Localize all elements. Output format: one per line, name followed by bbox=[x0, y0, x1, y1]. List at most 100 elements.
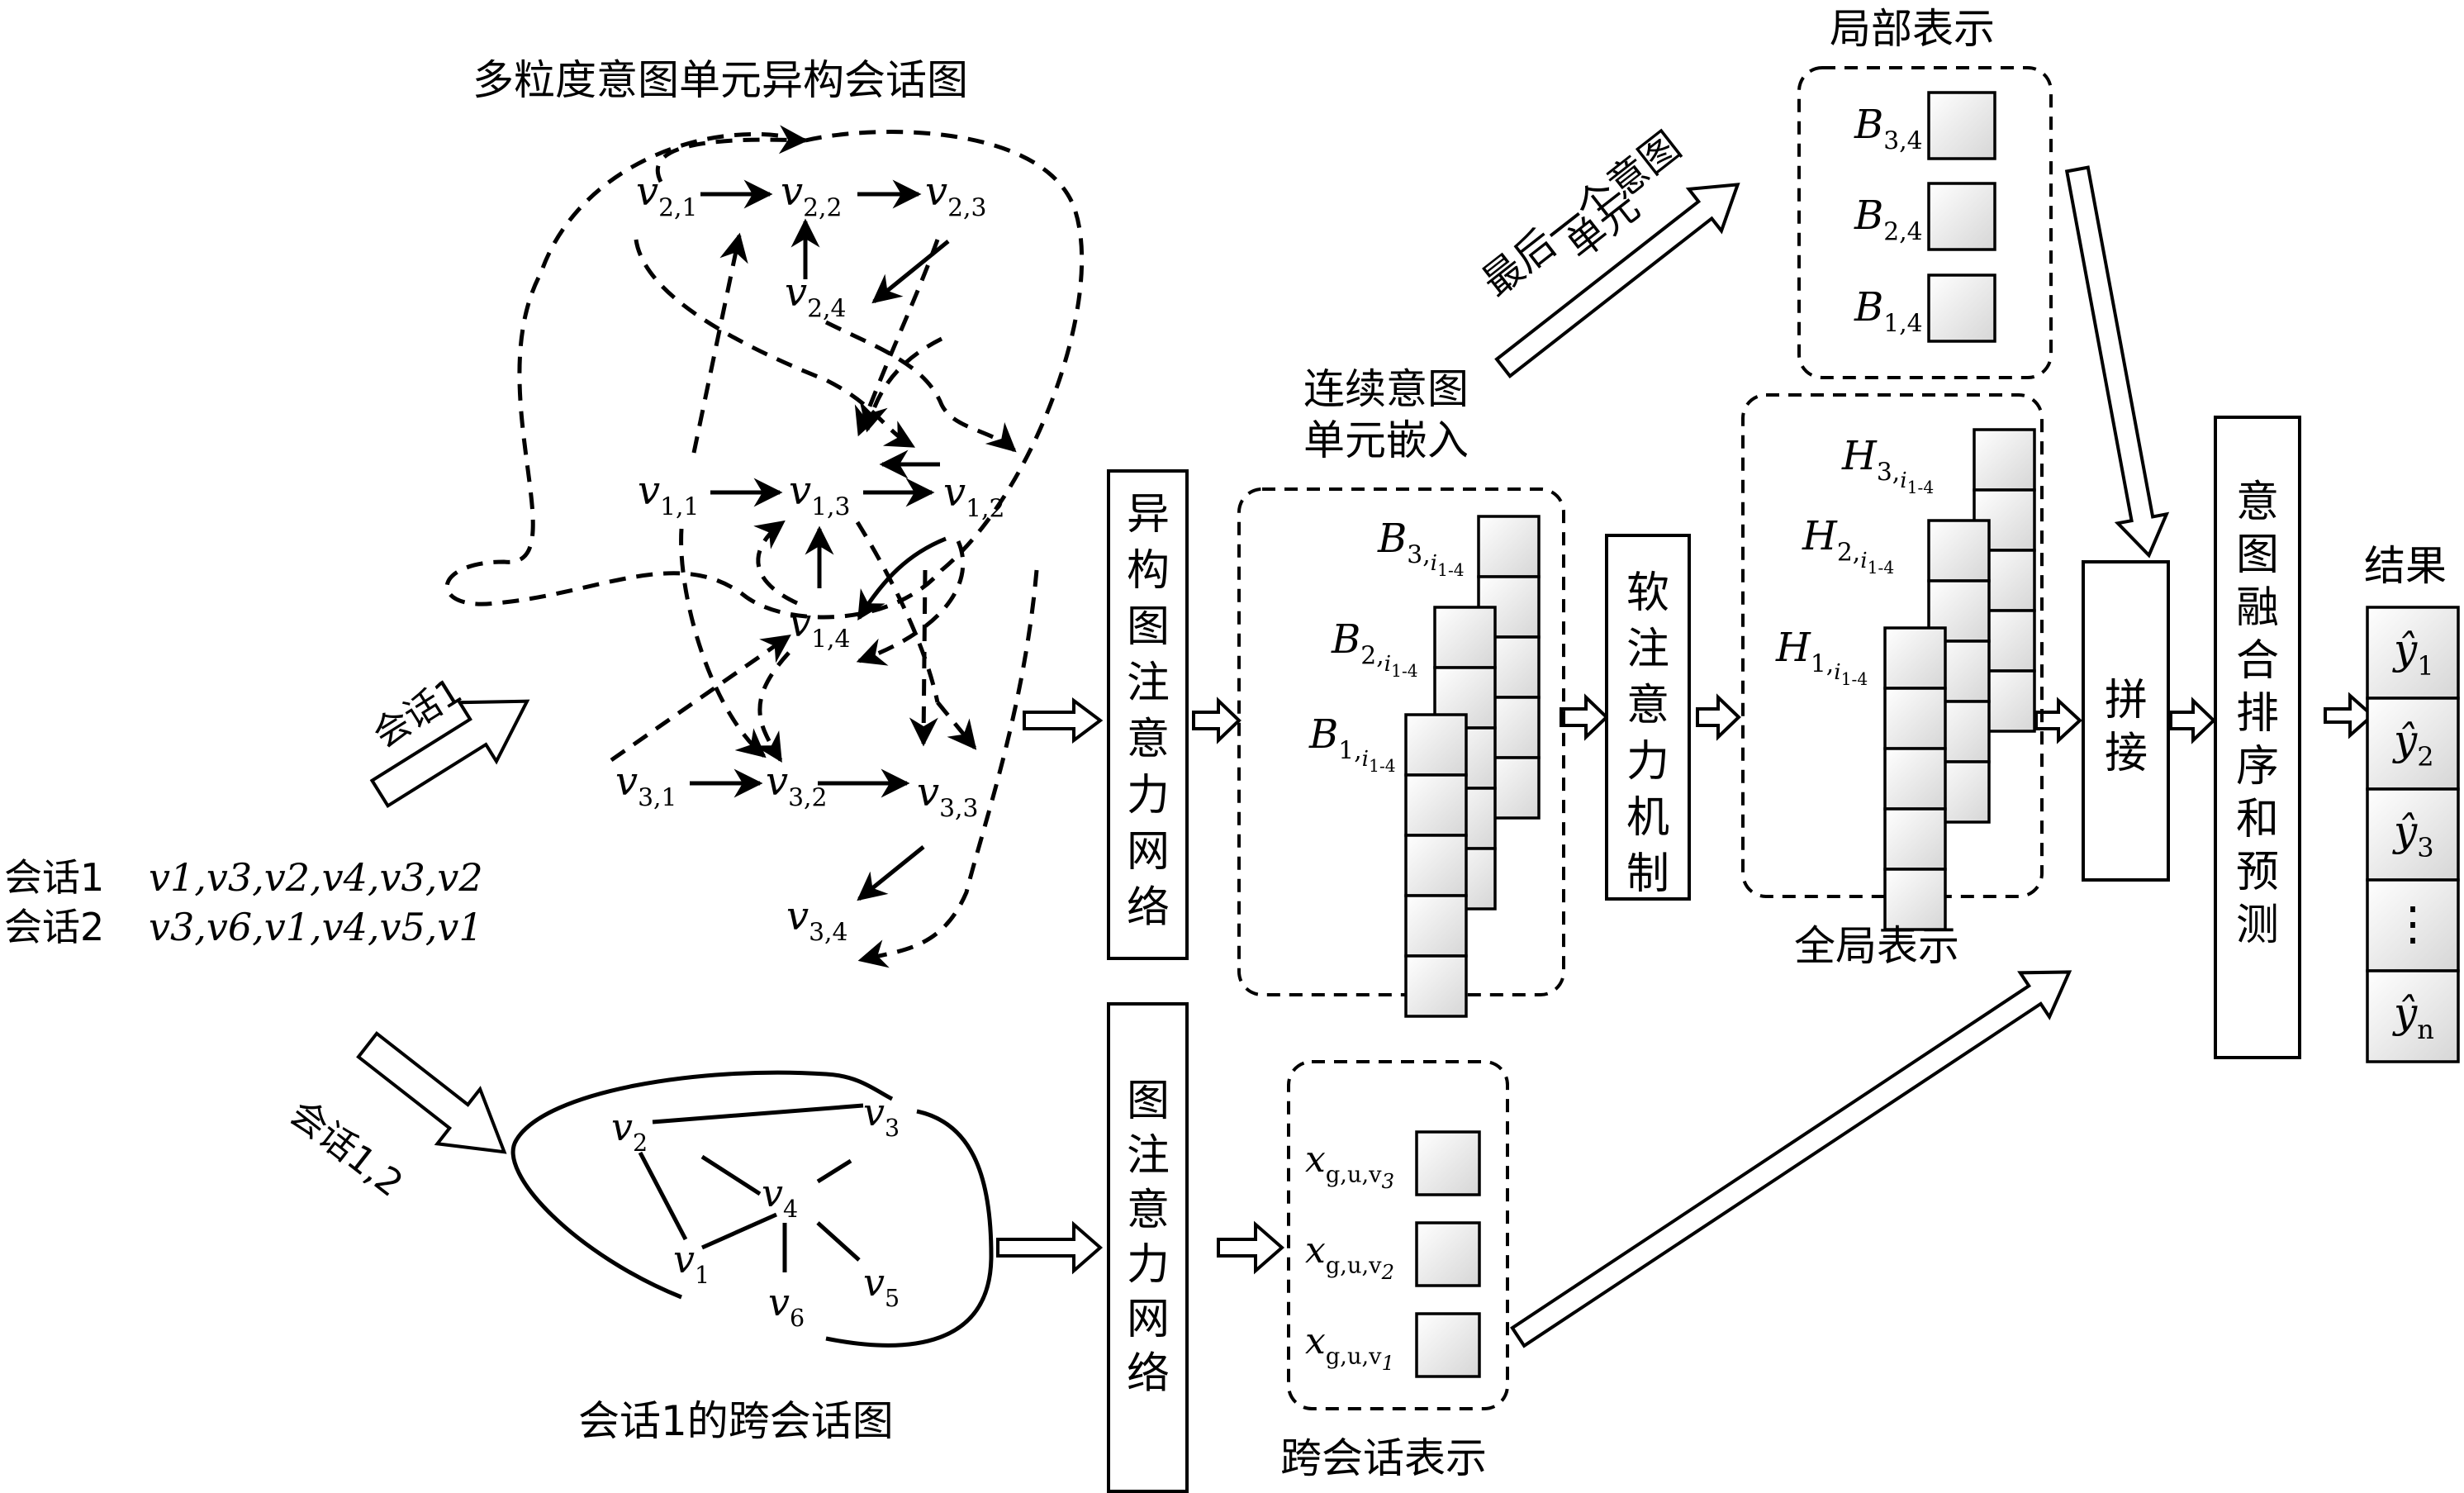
session-list: 会话1 v1,v3,v2,v4,v3,v2 会话2 v3,v6,v1,v4,v5… bbox=[4, 855, 483, 949]
cross-graph-edges bbox=[510, 1070, 994, 1348]
flow-arrows bbox=[996, 692, 2376, 1275]
cross-cell-xv2 bbox=[1415, 1221, 1481, 1287]
label-H2i: H2,i1-4 bbox=[1802, 513, 1894, 578]
char: 网 bbox=[1127, 827, 1170, 877]
hollow-arrow-icon bbox=[356, 1031, 507, 1154]
char: 合 bbox=[2236, 636, 2279, 686]
char: 意 bbox=[1127, 715, 1170, 764]
result-cell bbox=[2366, 787, 2460, 882]
char: 网 bbox=[1127, 1295, 1170, 1344]
node-v34: v3,4 bbox=[786, 893, 847, 947]
char: 异 bbox=[1127, 490, 1170, 540]
cross-node-c2: v2 bbox=[611, 1105, 648, 1157]
global-box bbox=[1741, 393, 2044, 898]
global-col2-cell bbox=[1927, 579, 1991, 643]
result-ellipsis: ⋮ bbox=[2390, 897, 2436, 951]
node-v33: v3,3 bbox=[917, 769, 978, 823]
cross-node-c5: v5 bbox=[863, 1260, 900, 1312]
node-v11: v1,1 bbox=[638, 468, 699, 521]
embed-col1-cell bbox=[1404, 894, 1468, 958]
cross-cell-xv3 bbox=[1415, 1130, 1481, 1196]
global-title: 全局表示 bbox=[1794, 922, 1959, 970]
global-col1-cell bbox=[1883, 807, 1947, 871]
node-v21: v2,1 bbox=[636, 169, 697, 222]
global-col2-cell bbox=[1927, 519, 1991, 582]
cross-node-c4: v4 bbox=[762, 1171, 798, 1223]
hetero-graph-boundary bbox=[444, 130, 1085, 620]
hetero-dashed-edges bbox=[610, 125, 1039, 968]
label-B3i: B3,i1-4 bbox=[1377, 516, 1465, 580]
cross-repr-title: 跨会话表示 bbox=[1280, 1434, 1487, 1482]
char: 注 bbox=[1626, 625, 1669, 674]
result-cell bbox=[2366, 878, 2460, 972]
char: 软 bbox=[1626, 568, 1669, 618]
label-xv3: xg,u,v3 bbox=[1305, 1139, 1394, 1193]
char: 图 bbox=[1127, 1077, 1170, 1126]
embed-title-line2: 单元嵌入 bbox=[1303, 416, 1469, 464]
char: 注 bbox=[1127, 1131, 1170, 1181]
char: 制 bbox=[1626, 849, 1669, 899]
char: 构 bbox=[1127, 546, 1170, 596]
local-title: 局部表示 bbox=[1830, 5, 1995, 53]
local-cell-B14 bbox=[1927, 273, 1996, 343]
char: 拼 bbox=[2105, 676, 2148, 725]
label-B1i: B1,i1-4 bbox=[1308, 711, 1396, 776]
label-B14: B1,4 bbox=[1854, 284, 1923, 338]
cross-node-c6: v6 bbox=[768, 1280, 805, 1332]
session2-sequence: v3,v6,v1,v4,v5,v1 bbox=[149, 905, 483, 949]
node-v32: v3,2 bbox=[766, 758, 827, 812]
gat-box bbox=[1107, 1002, 1189, 1493]
session1-sequence: v1,v3,v2,v4,v3,v2 bbox=[149, 855, 483, 900]
label-xv1: xg,u,v1 bbox=[1305, 1320, 1394, 1375]
local-cell-B24 bbox=[1927, 182, 1996, 251]
node-v14: v1,4 bbox=[789, 600, 850, 654]
cross-cell-xv1 bbox=[1415, 1312, 1481, 1378]
global-col1-cell bbox=[1883, 868, 1947, 931]
last-unit-arrow bbox=[1494, 183, 1740, 379]
session2-label: 会话2 bbox=[4, 905, 104, 949]
char: 排 bbox=[2236, 689, 2279, 739]
hetero-graph-title: 多粒度意图单元异构会话图 bbox=[472, 56, 968, 104]
hollow-arrow-icon bbox=[2064, 165, 2170, 559]
cross-to-concat-arrow bbox=[1510, 970, 2072, 1348]
result-title: 结果 bbox=[2364, 542, 2447, 590]
session1-arrow bbox=[369, 699, 530, 809]
hollow-arrow-icon bbox=[1023, 697, 1104, 744]
result-label: ŷ3 bbox=[2392, 807, 2434, 863]
char: 图 bbox=[1127, 602, 1170, 652]
node-v12: v1,2 bbox=[943, 469, 1004, 523]
result-cell bbox=[2366, 969, 2460, 1063]
embed-col1-cell bbox=[1404, 834, 1468, 897]
local-box bbox=[1797, 66, 2053, 379]
hetero-solid-edges bbox=[690, 179, 950, 901]
char: 和 bbox=[2236, 795, 2279, 844]
concat-box bbox=[2082, 560, 2170, 882]
embed-title-line1: 连续意图 bbox=[1303, 365, 1469, 413]
embed-col3-cell bbox=[1477, 515, 1541, 578]
global-col3-cell bbox=[1973, 428, 2036, 492]
embed-col2-cell bbox=[1433, 606, 1497, 669]
result-label: ŷn bbox=[2392, 989, 2434, 1045]
hollow-arrow-icon bbox=[1192, 697, 1241, 744]
hollow-arrow-icon bbox=[1696, 693, 1741, 741]
char: 注 bbox=[1127, 659, 1170, 708]
label-B24: B2,4 bbox=[1854, 193, 1923, 246]
label-B34: B3,4 bbox=[1854, 102, 1923, 155]
hollow-arrow-icon bbox=[1560, 693, 1609, 741]
node-v24: v2,4 bbox=[785, 269, 846, 323]
session12-arrow-label: 会话1,2 bbox=[282, 1091, 411, 1205]
char: 络 bbox=[1127, 1349, 1170, 1399]
char: 意 bbox=[2236, 478, 2279, 527]
char: 力 bbox=[1626, 737, 1669, 787]
session12-arrow bbox=[356, 1031, 507, 1154]
hollow-arrow-icon bbox=[2169, 697, 2216, 744]
label-H3i: H3,i1-4 bbox=[1841, 433, 1934, 497]
global-stacks: H3,i1-4H2,i1-4H1,i1-4 bbox=[1775, 428, 2036, 931]
